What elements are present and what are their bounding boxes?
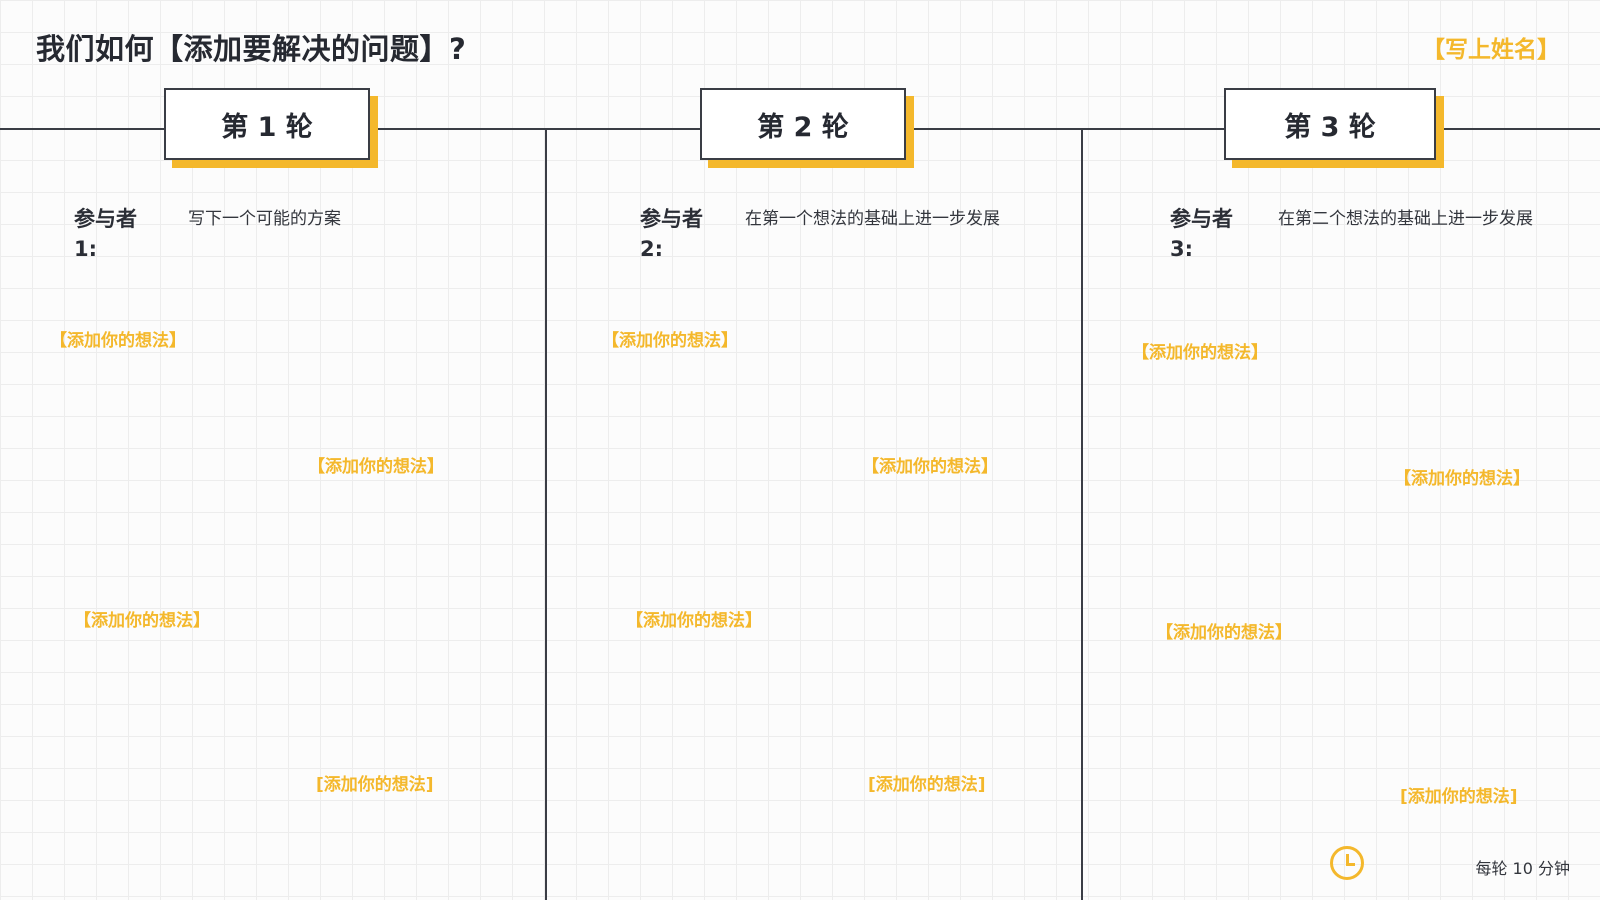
participant-3-label[interactable]: 参与者 3: (1170, 207, 1233, 261)
clock-hand-hour (1346, 854, 1349, 865)
round-2-idea-3[interactable]: 【添加你的想法】 (626, 611, 762, 631)
round-2-idea-2[interactable]: 【添加你的想法】 (862, 457, 998, 477)
round-3-idea-3[interactable]: 【添加你的想法】 (1156, 623, 1292, 643)
name-placeholder[interactable]: 【写上姓名】 (1422, 37, 1560, 63)
round-1-instruction[interactable]: 写下一个可能的方案 (188, 209, 341, 229)
page-title[interactable]: 我们如何【添加要解决的问题】? (36, 32, 467, 66)
round-3-idea-2[interactable]: 【添加你的想法】 (1394, 469, 1530, 489)
round-3-instruction[interactable]: 在第二个想法的基础上进一步发展 (1278, 209, 1533, 229)
round-1-idea-3[interactable]: 【添加你的想法】 (74, 611, 210, 631)
participant-2-label[interactable]: 参与者 2: (640, 207, 703, 261)
clock-hand-minute (1346, 863, 1355, 866)
round-3-idea-1[interactable]: 【添加你的想法】 (1132, 343, 1268, 363)
round-1-idea-4[interactable]: [添加你的想法] (316, 775, 434, 795)
round-1-idea-1[interactable]: 【添加你的想法】 (50, 331, 186, 351)
clock-icon (1330, 846, 1364, 880)
round-2-label[interactable]: 第 2 轮 (700, 88, 906, 160)
participant-1-label[interactable]: 参与者 1: (74, 207, 137, 261)
round-timer-text[interactable]: 每轮 10 分钟 (1475, 859, 1570, 878)
round-2-header: 第 2 轮 (700, 88, 914, 168)
round-2-idea-1[interactable]: 【添加你的想法】 (602, 331, 738, 351)
column-divider-1 (545, 128, 547, 900)
round-3-label[interactable]: 第 3 轮 (1224, 88, 1436, 160)
round-2-instruction[interactable]: 在第一个想法的基础上进一步发展 (745, 209, 1000, 229)
round-1-header: 第 1 轮 (164, 88, 378, 168)
round-1-idea-2[interactable]: 【添加你的想法】 (308, 457, 444, 477)
round-2-idea-4[interactable]: [添加你的想法] (868, 775, 986, 795)
round-1-label[interactable]: 第 1 轮 (164, 88, 370, 160)
round-3-idea-4[interactable]: [添加你的想法] (1400, 787, 1518, 807)
round-3-header: 第 3 轮 (1224, 88, 1444, 168)
column-divider-2 (1081, 128, 1083, 900)
